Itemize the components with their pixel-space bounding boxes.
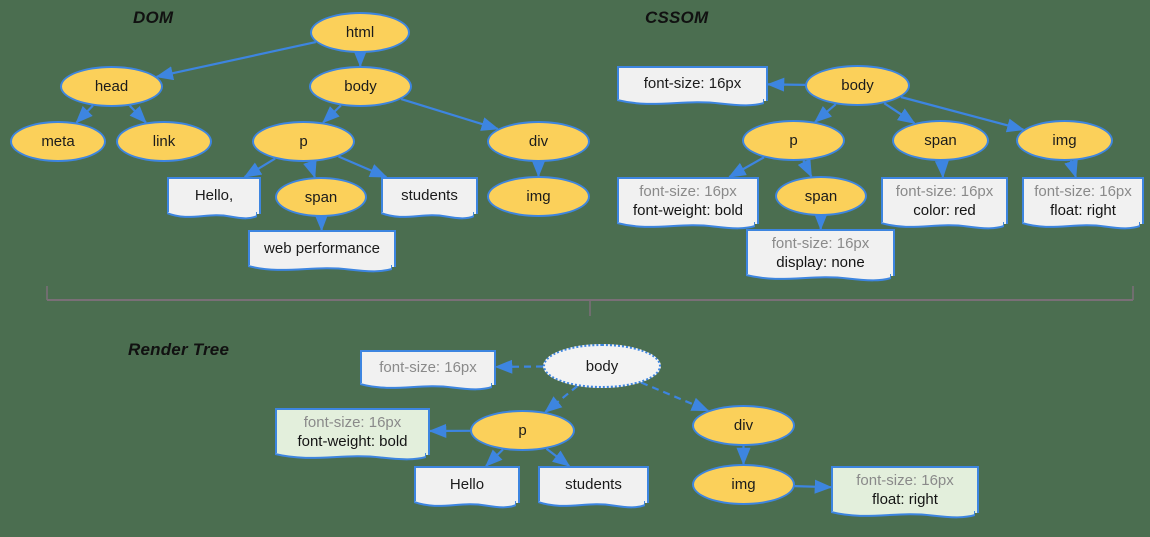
tree-node-label: p xyxy=(299,133,308,150)
tree-node-label: html xyxy=(345,24,375,41)
tree-edge xyxy=(400,98,500,131)
style-property-line-1: font-size: 16px xyxy=(303,413,402,431)
text-node-label: web performance xyxy=(264,240,380,258)
tree-node-label: meta xyxy=(41,133,75,150)
style-property-line-1: font-size: 16px xyxy=(856,471,954,489)
style-property-line-1: font-size: 16px xyxy=(1034,182,1132,200)
tree-node-label: body xyxy=(585,357,619,375)
tree-node-link[interactable]: link xyxy=(116,121,212,162)
tree-node-html[interactable]: html xyxy=(310,12,410,53)
tree-node-label: link xyxy=(152,133,176,150)
tree-node-body[interactable]: body xyxy=(309,66,412,107)
text-node-box[interactable]: web performance xyxy=(248,230,396,273)
style-property-line-2: display: none xyxy=(776,253,865,271)
tree-edge xyxy=(814,103,837,123)
text-node-box[interactable]: Hello, xyxy=(167,177,261,220)
text-node-label: students xyxy=(565,476,622,494)
text-node-label: Hello, xyxy=(194,187,234,205)
style-property-line-2: float: right xyxy=(1050,201,1116,219)
tree-edge xyxy=(766,77,806,92)
tree-edge xyxy=(155,41,317,81)
tree-edge xyxy=(797,158,813,178)
style-property-line-1: font-size: 16px xyxy=(771,234,870,252)
tree-node-label: img xyxy=(1052,132,1077,149)
tree-edge xyxy=(545,447,571,467)
tree-edge xyxy=(794,479,833,494)
tree-edge xyxy=(303,159,317,179)
tree-node-span[interactable]: span xyxy=(892,120,989,161)
tree-node-body[interactable]: body xyxy=(805,65,910,106)
dom-section-title: DOM xyxy=(133,8,174,27)
tree-node-label: body xyxy=(344,78,377,95)
tree-node-p[interactable]: p xyxy=(252,121,355,162)
tree-node-head[interactable]: head xyxy=(60,66,163,107)
tree-node-span[interactable]: span xyxy=(275,177,367,217)
style-declaration-box[interactable]: font-size: 16px xyxy=(360,350,496,391)
tree-edge xyxy=(640,381,710,412)
style-property-line-2: float: right xyxy=(872,490,938,508)
tree-node-label: span xyxy=(304,188,338,206)
tree-edge xyxy=(129,104,147,124)
tree-node-label: img xyxy=(731,476,756,493)
tree-node-meta[interactable]: meta xyxy=(10,121,106,162)
tree-node-label: span xyxy=(924,132,957,149)
render-tree-section-title: Render Tree xyxy=(128,340,230,359)
tree-edge xyxy=(75,104,94,124)
tree-edge xyxy=(322,104,342,124)
style-declaration-box[interactable]: font-size: 16px xyxy=(617,66,768,107)
tree-node-img[interactable]: img xyxy=(1016,120,1113,161)
style-property-line-1: font-size: 16px xyxy=(639,182,737,200)
text-node-box[interactable]: Hello xyxy=(414,466,520,509)
tree-node-img[interactable]: img xyxy=(692,464,795,505)
tree-node-div[interactable]: div xyxy=(692,405,795,446)
text-node-label: Hello xyxy=(449,476,485,494)
cssom-section-title: CSSOM xyxy=(645,8,709,27)
tree-edge xyxy=(934,160,949,179)
tree-edge xyxy=(338,155,388,179)
tree-edge xyxy=(728,156,765,178)
tree-edge xyxy=(544,385,579,413)
tree-node-p[interactable]: p xyxy=(742,120,845,161)
style-property-line-1: font-size: 16px xyxy=(379,359,477,377)
tree-node-img[interactable]: img xyxy=(487,176,590,217)
tree-node-p[interactable]: p xyxy=(470,410,575,451)
tree-node-label: p xyxy=(789,132,798,149)
tree-node-div[interactable]: div xyxy=(487,121,590,162)
text-node-box[interactable]: students xyxy=(381,177,478,220)
tree-edge xyxy=(243,157,276,178)
tree-node-label: span xyxy=(804,187,838,205)
tree-node-label: p xyxy=(518,422,527,439)
tree-node-label: div xyxy=(733,417,754,434)
text-node-label: students xyxy=(401,187,458,205)
tree-node-label: img xyxy=(526,188,551,205)
tree-edge xyxy=(1064,159,1078,179)
text-node-box[interactable]: students xyxy=(538,466,649,509)
style-property-line-1: font-size: 16px xyxy=(643,75,742,93)
style-property-line-1: font-size: 16px xyxy=(895,182,994,200)
style-property-line-2: font-weight: bold xyxy=(632,201,744,219)
tree-node-label: div xyxy=(528,133,549,150)
tree-edge xyxy=(485,448,504,467)
tree-node-span[interactable]: span xyxy=(775,176,867,216)
style-property-line-2: color: red xyxy=(913,201,976,219)
tree-node-body[interactable]: body xyxy=(543,344,661,388)
tree-node-label: head xyxy=(94,78,129,95)
tree-node-label: body xyxy=(841,77,874,94)
tree-edge xyxy=(883,102,916,125)
style-property-line-2: font-weight: bold xyxy=(297,432,408,450)
section-divider xyxy=(46,286,1134,316)
